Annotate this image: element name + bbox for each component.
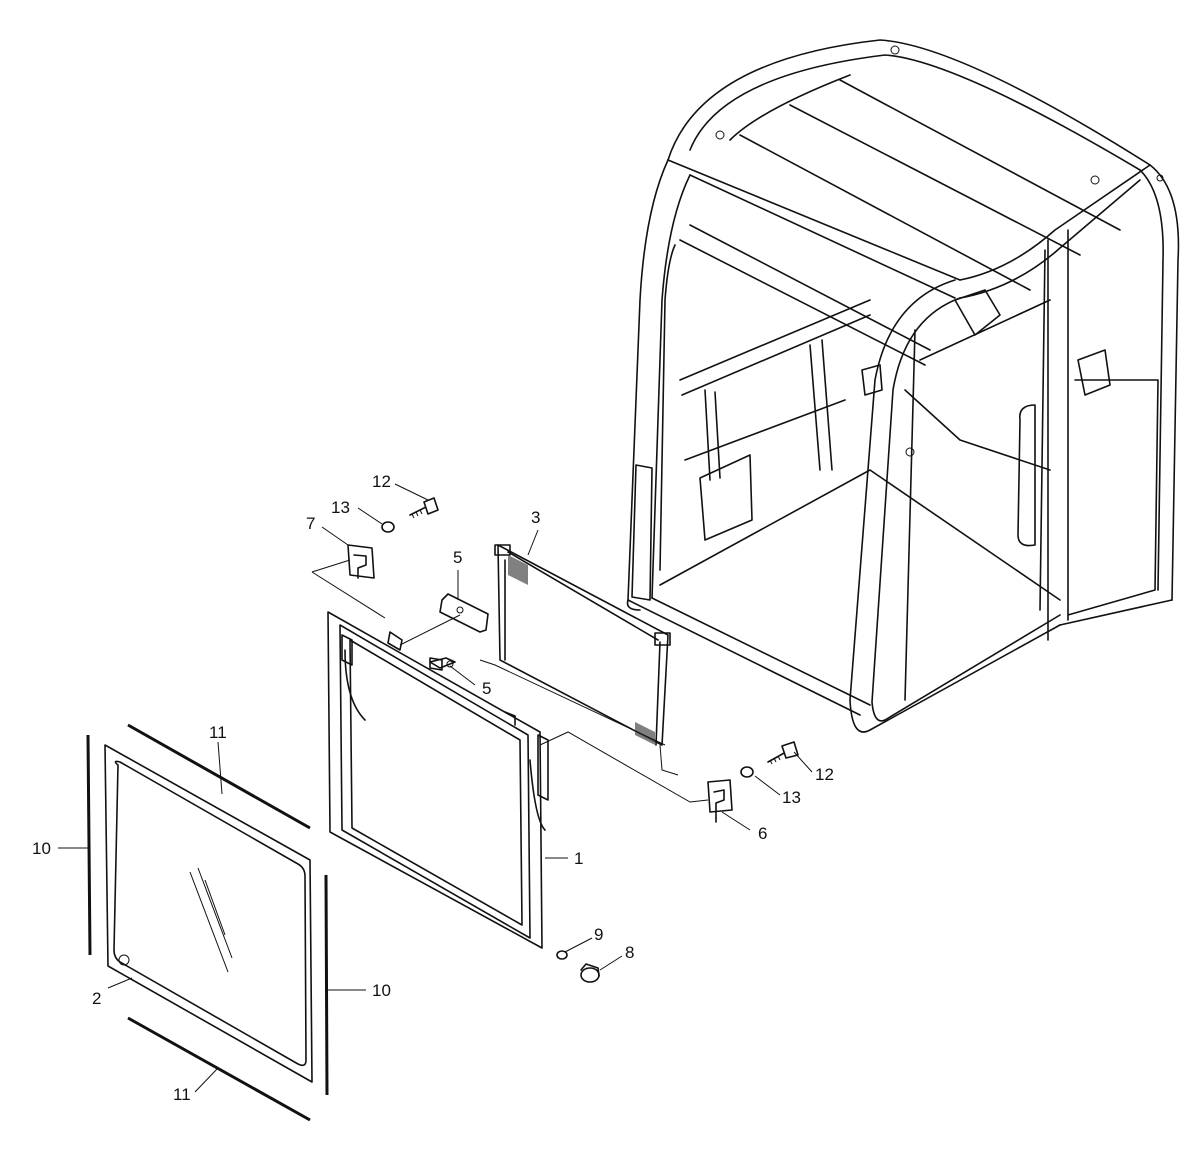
fitting-part-5b <box>429 657 456 669</box>
callout-12-top: 12 <box>372 472 391 491</box>
callout-2: 2 <box>92 989 101 1008</box>
callout-6: 6 <box>758 824 767 843</box>
strip-part-10-right <box>324 874 329 1096</box>
callout-5-mid: 5 <box>482 679 491 698</box>
callout-11-bottom: 11 <box>173 1085 191 1104</box>
washer-part-9 <box>556 950 568 960</box>
bolt-part-12-top <box>409 497 439 519</box>
plate-part-5 <box>439 593 489 633</box>
callout-7: 7 <box>306 514 315 533</box>
callout-11-top: 11 <box>209 723 227 742</box>
callout-leaders <box>58 483 813 1093</box>
cap-part-8 <box>580 963 600 983</box>
callout-3: 3 <box>531 508 540 527</box>
strip-part-11-bottom <box>127 1016 311 1122</box>
strip-part-10-left <box>86 734 92 956</box>
bolt-part-12-bottom <box>767 741 799 765</box>
callout-5-top: 5 <box>453 548 462 567</box>
cab-frame <box>626 39 1180 733</box>
washer-part-13-bottom <box>740 766 754 778</box>
callout-10-right: 10 <box>372 981 391 1000</box>
bracket-part-6 <box>539 731 733 823</box>
callout-12-bottom: 12 <box>815 765 834 784</box>
screen-frame-part-3 <box>479 544 679 776</box>
callout-8: 8 <box>625 943 634 962</box>
callout-13-bottom: 13 <box>782 788 801 807</box>
callout-1: 1 <box>574 849 583 868</box>
door-frame-part-1 <box>327 611 549 949</box>
bracket-part-7 <box>311 544 461 646</box>
strip-part-11-top <box>127 723 311 830</box>
callout-labels: 1 2 3 5 5 6 7 8 9 10 10 11 11 12 12 13 1… <box>32 472 834 1104</box>
glass-pane-part-2 <box>104 744 313 1083</box>
callout-10-left: 10 <box>32 839 51 858</box>
washer-part-13-top <box>381 521 395 533</box>
callout-13-top: 13 <box>331 498 350 517</box>
callout-9: 9 <box>594 925 603 944</box>
